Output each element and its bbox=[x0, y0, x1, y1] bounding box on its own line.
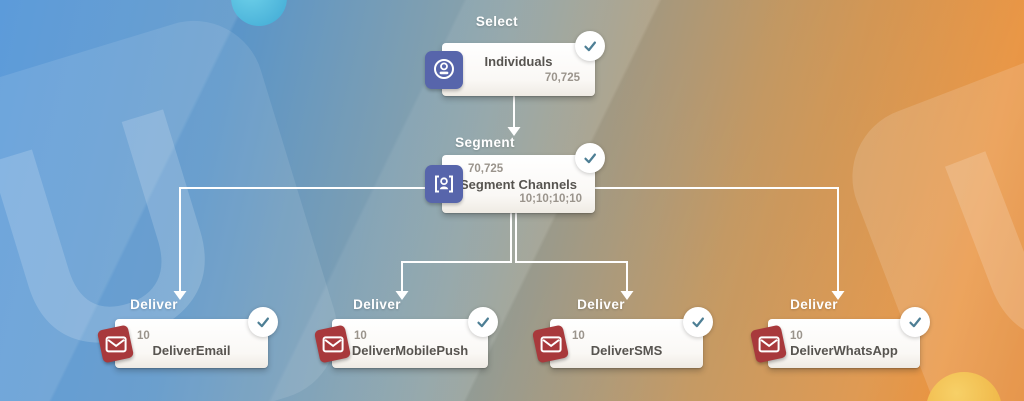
node-count-in: 10 bbox=[137, 329, 150, 342]
stage-label-deliver-2: Deliver bbox=[353, 297, 401, 312]
node-deliver-whatsapp[interactable]: 10 DeliverWhatsApp bbox=[749, 307, 930, 368]
stage-label-segment: Segment bbox=[455, 135, 515, 150]
node-deliver-email[interactable]: 10 DeliverEmail bbox=[96, 307, 278, 368]
node-deliver-mobile-push[interactable]: 10 DeliverMobilePush bbox=[313, 307, 498, 368]
stage-label-deliver-1: Deliver bbox=[130, 297, 178, 312]
node-title: DeliverMobilePush bbox=[351, 343, 469, 359]
envelope-icon bbox=[531, 324, 570, 363]
node-count-in: 10 bbox=[572, 329, 585, 342]
stage-label-select: Select bbox=[475, 14, 519, 29]
check-badge bbox=[683, 307, 713, 337]
node-title: DeliverSMS bbox=[590, 343, 663, 359]
envelope-icon bbox=[96, 324, 135, 363]
check-badge bbox=[575, 143, 605, 173]
check-badge bbox=[900, 307, 930, 337]
node-title: DeliverWhatsApp bbox=[790, 343, 898, 359]
node-segment-channels[interactable]: 70,725 Segment Channels 10;10;10;10 bbox=[425, 143, 605, 213]
node-deliver-sms[interactable]: 10 DeliverSMS bbox=[531, 307, 713, 368]
envelope-icon bbox=[313, 324, 352, 363]
check-badge bbox=[468, 307, 498, 337]
person-brackets-icon bbox=[425, 165, 463, 203]
stage-label-deliver-4: Deliver bbox=[790, 297, 838, 312]
stage-label-deliver-3: Deliver bbox=[577, 297, 625, 312]
node-count-in: 10 bbox=[790, 329, 803, 342]
node-count-out: 10;10;10;10 bbox=[519, 192, 582, 205]
node-title: Segment Channels bbox=[459, 176, 578, 192]
envelope-icon bbox=[749, 324, 788, 363]
node-count-in: 70,725 bbox=[468, 162, 504, 175]
check-badge bbox=[575, 31, 605, 61]
node-count-out: 70,725 bbox=[544, 71, 580, 84]
check-badge bbox=[248, 307, 278, 337]
node-individuals[interactable]: Individuals 70,725 bbox=[425, 31, 605, 96]
node-title: Individuals bbox=[484, 53, 553, 69]
person-badge-icon bbox=[425, 50, 463, 89]
node-title: DeliverEmail bbox=[152, 343, 231, 359]
node-count-in: 10 bbox=[354, 329, 367, 342]
